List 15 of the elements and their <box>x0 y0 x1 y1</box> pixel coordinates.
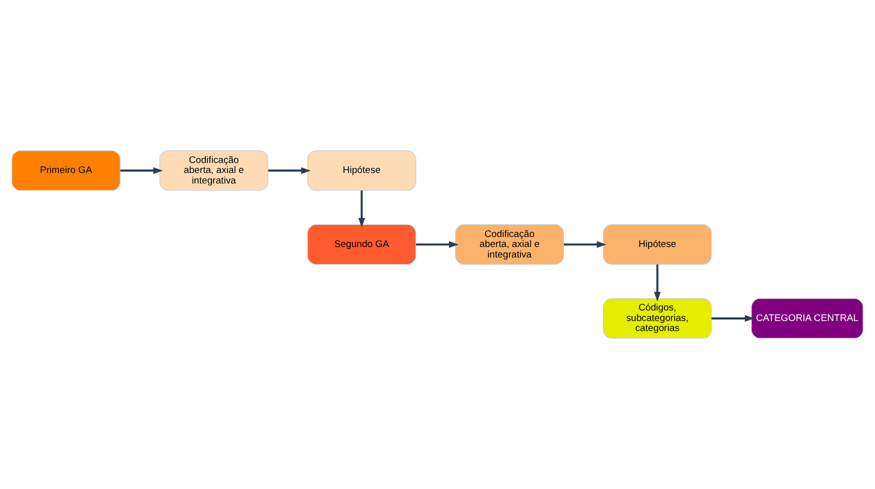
arrow <box>268 167 311 174</box>
node-box: Segundo GA <box>307 224 416 265</box>
arrow <box>416 241 459 248</box>
node-box: Códigos, subcategorias, categorias <box>602 298 712 339</box>
arrow <box>358 190 366 228</box>
arrow <box>120 167 163 174</box>
node-box: CATEGORIA CENTRAL <box>751 298 864 339</box>
node-box: Hipótese <box>602 224 712 265</box>
node-box: Codificação aberta, axial e integrativa <box>455 224 564 265</box>
arrow <box>654 264 661 302</box>
arrow <box>712 315 754 322</box>
node-box: Codificação aberta, axial e integrativa <box>159 150 268 191</box>
arrow <box>564 241 606 248</box>
node-box: Hipótese <box>307 150 416 191</box>
node-box: Primeiro GA <box>12 150 120 191</box>
